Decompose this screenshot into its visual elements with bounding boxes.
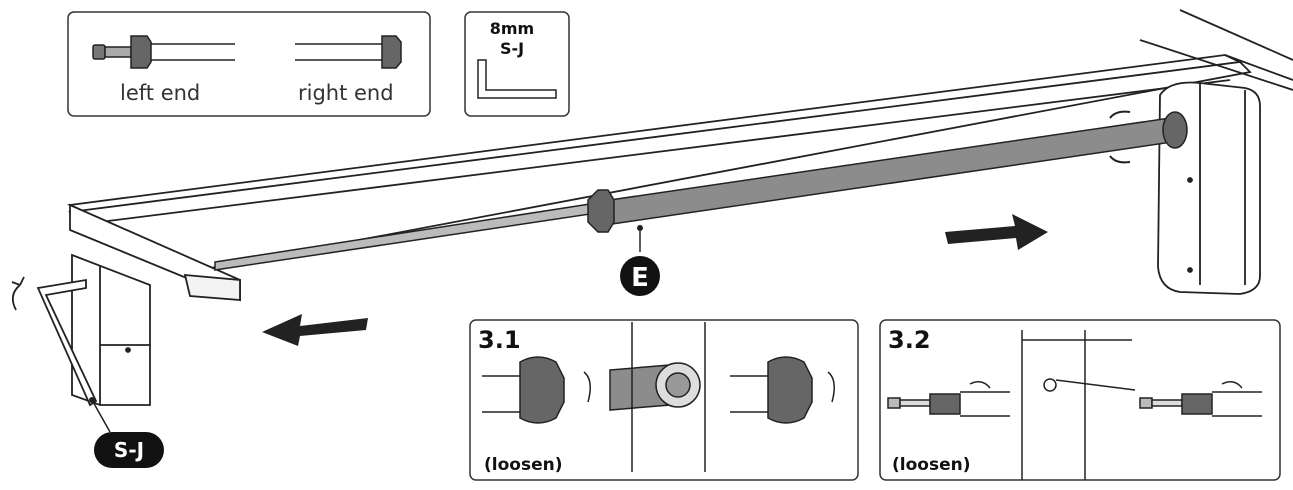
- right-end-icon: [295, 35, 402, 69]
- tool-code: S-J: [500, 39, 524, 58]
- step-3-1-caption: (loosen): [484, 455, 562, 475]
- tool-badge: S-J: [94, 432, 164, 468]
- end-detail-left: [887, 381, 1010, 417]
- left-leg: [71, 253, 151, 406]
- right-end-label: right end: [298, 81, 394, 105]
- tool-size: 8mm: [490, 19, 534, 38]
- allen-key-in-use: [11, 276, 98, 407]
- allen-key-icon: [477, 59, 557, 99]
- shaft-e: [214, 111, 1188, 271]
- part-badge-label: E: [631, 263, 649, 293]
- rotate-arrows-right: [1109, 110, 1131, 164]
- arrow-right: [945, 214, 1048, 250]
- left-end-icon: [92, 35, 235, 69]
- part-badge: E: [620, 256, 660, 296]
- knob-detail-left: [482, 356, 591, 424]
- shaft-detail: [609, 322, 706, 472]
- step-3-2-panel: 3.2 (loosen): [879, 319, 1281, 481]
- knob-detail-right: [730, 356, 835, 424]
- step-3-2-number: 3.2: [888, 326, 931, 354]
- end-legend-box: left end right end: [67, 11, 431, 117]
- desk-frame: [66, 9, 1293, 302]
- step-3-1-panel: 3.1 (loosen): [469, 319, 859, 481]
- tool-badge-label: S-J: [114, 438, 144, 462]
- arrow-left: [262, 314, 368, 346]
- left-end-label: left end: [120, 81, 200, 105]
- shaft-knob: [587, 189, 615, 233]
- step-3-1-number: 3.1: [478, 326, 521, 354]
- end-detail-right: [1139, 381, 1262, 417]
- housing-detail: [1021, 330, 1136, 480]
- tool-box: 8mm S-J: [464, 11, 570, 117]
- step-3-2-caption: (loosen): [892, 455, 970, 475]
